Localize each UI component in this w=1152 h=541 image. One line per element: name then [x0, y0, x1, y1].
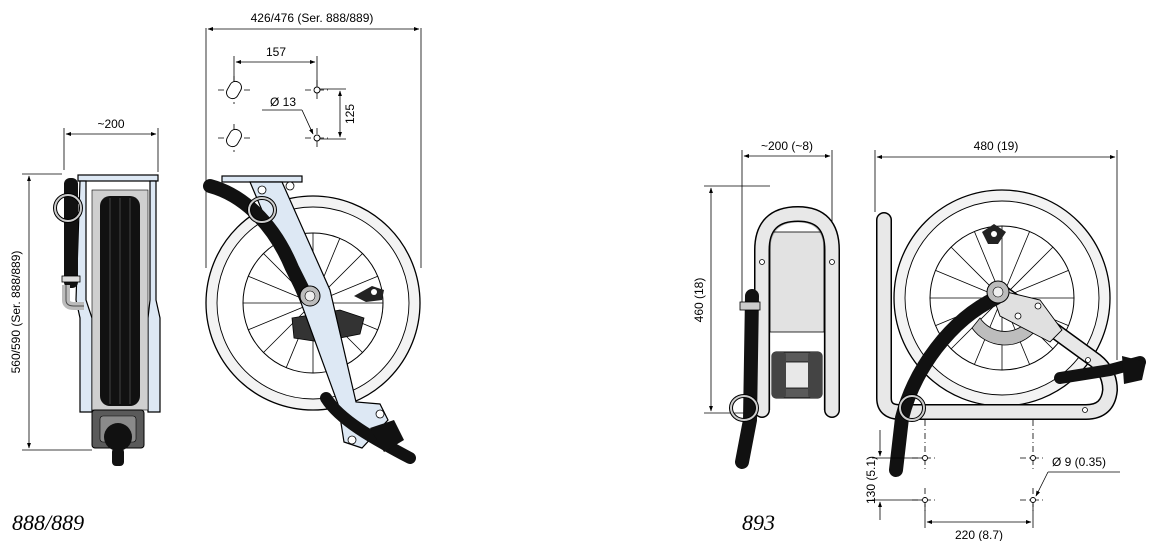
dim-888-height: 560/590 (Ser. 888/889) [9, 251, 23, 374]
mount-hole-893-br [1020, 488, 1046, 512]
dim-888-depth: ~200 [97, 117, 124, 131]
dim-893-hole-vertical: 130 (5.1) [864, 456, 878, 504]
dim-888-hole-diameter: Ø 13 [270, 95, 296, 109]
mount-slot-lower [218, 124, 250, 152]
dim-888-hole-spacing: 157 [266, 45, 286, 59]
dim-888-width: 426/476 (Ser. 888/889) [251, 11, 374, 25]
caption-893: 893 [742, 510, 775, 535]
dim-893-hole-diameter: Ø 9 (0.35) [1052, 455, 1106, 469]
dim-893-hole-spacing: 220 (8.7) [955, 528, 1003, 541]
reel-893-front-view: 480 (19) [864, 139, 1146, 541]
mount-hole-lower [305, 128, 329, 148]
dim-888-hole-vertical: 125 [343, 104, 357, 124]
reel-888-side-view: ~200 560/590 (Ser. 888/889) 888/889 [9, 117, 161, 535]
reel-888-front-view: 426/476 (Ser. 888/889) 157 [203, 11, 422, 464]
dim-893-width: 480 (19) [974, 139, 1019, 153]
caption-888-889: 888/889 [12, 510, 84, 535]
mount-hole-upper [305, 80, 329, 100]
mount-hole-893-tr [1020, 420, 1046, 470]
dim-893-height: 460 (18) [692, 278, 706, 323]
mount-hole-893-tl [912, 420, 938, 470]
dim-893-depth: ~200 (~8) [761, 139, 813, 153]
reel-893-side-view: ~200 (~8) 460 (18) 893 [692, 139, 840, 535]
mount-slot-upper [218, 76, 250, 104]
